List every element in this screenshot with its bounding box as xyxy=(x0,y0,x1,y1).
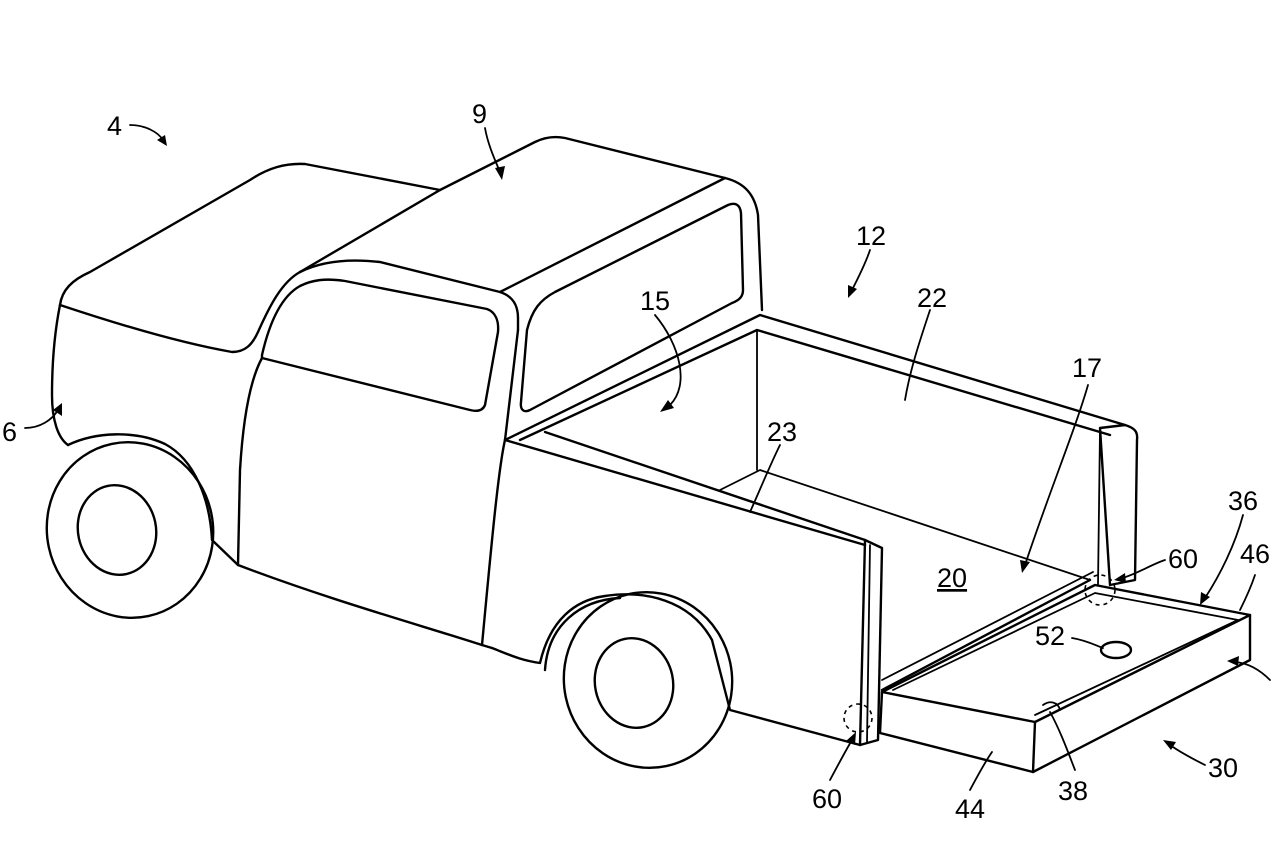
label-tray-surface: 36 xyxy=(1228,486,1258,516)
aperture-52 xyxy=(1099,640,1133,660)
label-bed-floor-edge: 17 xyxy=(1072,353,1102,383)
label-aperture: 52 xyxy=(1035,621,1065,651)
rail-circle-front xyxy=(843,703,873,733)
rail-circle-rear xyxy=(1084,574,1116,606)
label-front-wall: 22 xyxy=(917,283,947,313)
label-floor: 20 xyxy=(937,563,967,593)
label-tray: 30 xyxy=(1208,753,1238,783)
label-front: 6 xyxy=(2,417,17,447)
label-cargo-area: 12 xyxy=(856,221,886,251)
label-recess: 38 xyxy=(1058,776,1088,806)
leader-lines xyxy=(24,124,1271,791)
front-wheel xyxy=(45,441,215,619)
label-roof: 9 xyxy=(472,99,487,129)
label-rail-rear: 60 xyxy=(1168,544,1198,574)
truck-body xyxy=(50,135,1139,747)
label-side-wall: 23 xyxy=(767,417,797,447)
label-bed: 15 xyxy=(640,286,670,316)
label-vehicle: 4 xyxy=(107,111,122,141)
rear-wheel xyxy=(543,590,734,770)
label-tray-side-face: 46 xyxy=(1240,539,1270,569)
recess-38 xyxy=(1042,701,1061,711)
cargo-tray xyxy=(878,583,1252,774)
reference-numerals: 4 9 6 12 15 22 17 23 20 60 36 46 52 60 4… xyxy=(2,99,1270,824)
label-tray-front-face: 44 xyxy=(955,794,985,824)
label-rail-front: 60 xyxy=(812,784,842,814)
